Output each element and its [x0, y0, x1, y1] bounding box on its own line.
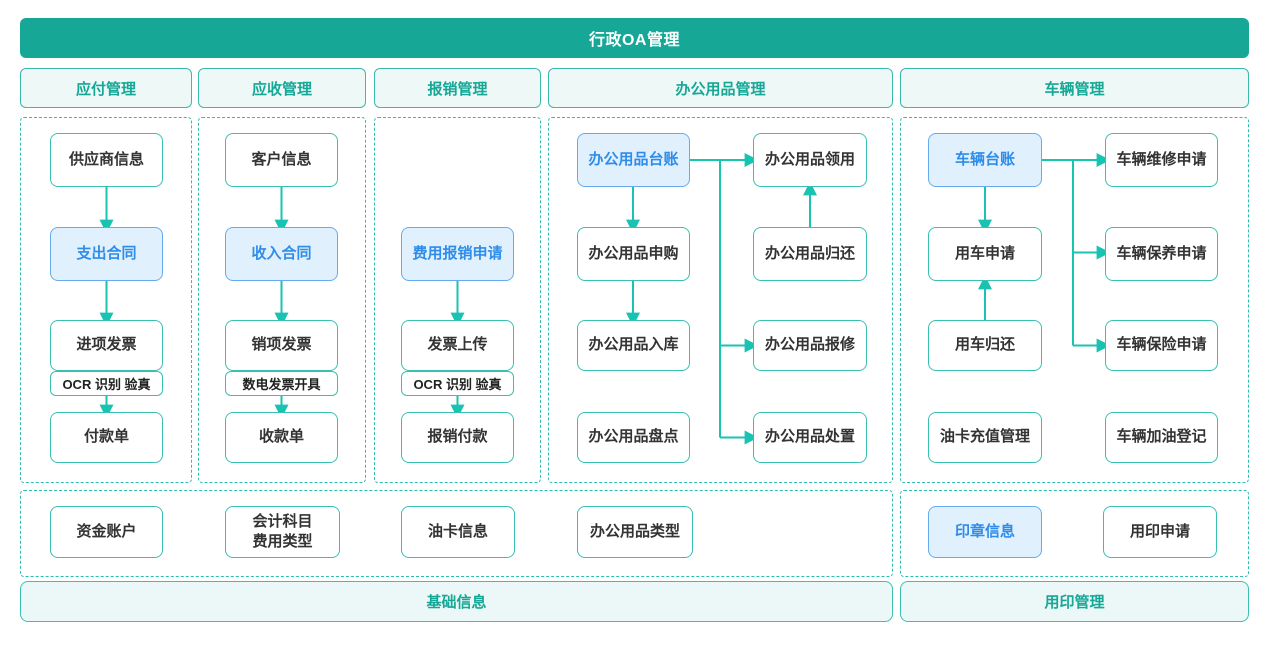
node-supplies-repair: 办公用品报修	[753, 320, 867, 371]
node-vehicle-use-apply: 用车申请	[928, 227, 1042, 281]
node-supplies-return: 办公用品归还	[753, 227, 867, 281]
node-supplies-purchase: 办公用品申购	[577, 227, 690, 281]
node-supplies-claim: 办公用品领用	[753, 133, 867, 187]
header-receivable: 应收管理	[198, 68, 366, 108]
group-supplies	[548, 117, 893, 483]
node-vehicle-repair-apply: 车辆维修申请	[1105, 133, 1218, 187]
node-input-invoice: 进项发票	[50, 320, 163, 371]
bar-seal-management: 用印管理	[900, 581, 1249, 622]
node-output-invoice: 销项发票	[225, 320, 338, 371]
header-supplies: 办公用品管理	[548, 68, 893, 108]
node-supplies-stocktake: 办公用品盘点	[577, 412, 690, 463]
node-reimburse-payment: 报销付款	[401, 412, 514, 463]
node-vehicle-ledger: 车辆台账	[928, 133, 1042, 187]
header-payable: 应付管理	[20, 68, 192, 108]
node-supplies-ledger: 办公用品台账	[577, 133, 690, 187]
node-supplies-inbound: 办公用品入库	[577, 320, 690, 371]
node-expense-contract: 支出合同	[50, 227, 163, 281]
tag-digital-invoice-issue: 数电发票开具	[225, 371, 338, 396]
bar-base-info: 基础信息	[20, 581, 893, 622]
group-vehicle	[900, 117, 1249, 483]
node-vehicle-use-return: 用车归还	[928, 320, 1042, 371]
node-supplies-disposal: 办公用品处置	[753, 412, 867, 463]
node-income-contract: 收入合同	[225, 227, 338, 281]
node-supplier-info: 供应商信息	[50, 133, 163, 187]
group-payable	[20, 117, 192, 483]
node-vehicle-refuel-register: 车辆加油登记	[1105, 412, 1218, 463]
node-seal-apply: 用印申请	[1103, 506, 1217, 558]
node-fund-account: 资金账户	[50, 506, 163, 558]
group-reimburse	[374, 117, 541, 483]
node-supplies-type: 办公用品类型	[577, 506, 693, 558]
node-fuel-card-recharge: 油卡充值管理	[928, 412, 1042, 463]
node-seal-info: 印章信息	[928, 506, 1042, 558]
tag-upload-invoice-ocr: OCR 识别 验真	[401, 371, 514, 396]
node-vehicle-maintain-apply: 车辆保养申请	[1105, 227, 1218, 281]
group-base-info	[20, 490, 893, 577]
diagram-title: 行政OA管理	[588, 32, 680, 49]
node-invoice-upload: 发票上传	[401, 320, 514, 371]
diagram-title-banner: 行政OA管理	[20, 18, 1249, 58]
node-vehicle-insurance-apply: 车辆保险申请	[1105, 320, 1218, 371]
node-accounting-subject-expense-type: 会计科目 费用类型	[225, 506, 340, 558]
node-payment-order: 付款单	[50, 412, 163, 463]
tag-input-invoice-ocr: OCR 识别 验真	[50, 371, 163, 396]
expense-type-line: 费用类型	[252, 533, 313, 550]
header-vehicle: 车辆管理	[900, 68, 1249, 108]
header-reimburse: 报销管理	[374, 68, 541, 108]
node-expense-reimburse-apply: 费用报销申请	[401, 227, 514, 281]
node-fuel-card-info: 油卡信息	[401, 506, 515, 558]
accounting-subject-line: 会计科目	[252, 512, 313, 530]
group-receivable	[198, 117, 366, 483]
group-seal	[900, 490, 1249, 577]
node-receipt-order: 收款单	[225, 412, 338, 463]
node-customer-info: 客户信息	[225, 133, 338, 187]
